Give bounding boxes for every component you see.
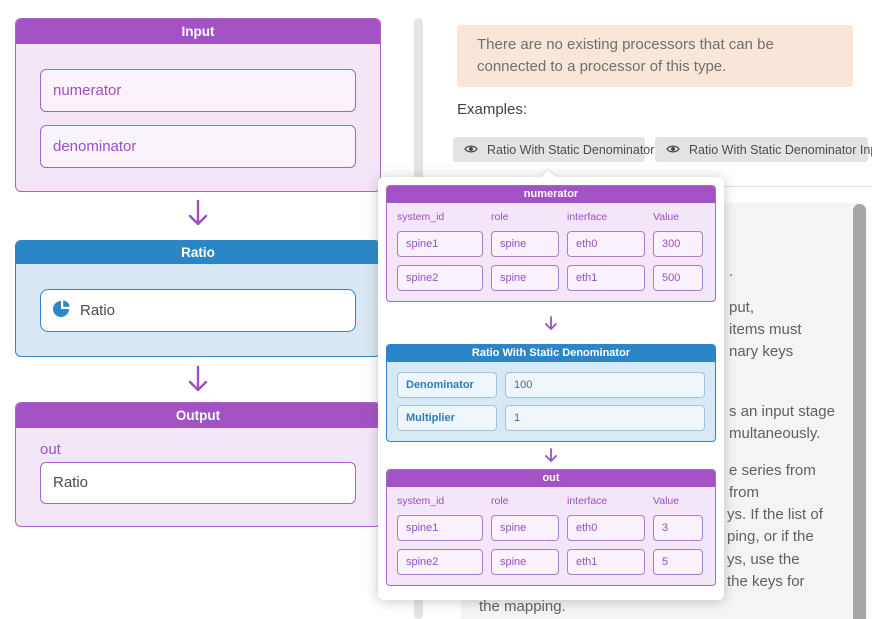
processor-item-label: Ratio — [80, 302, 116, 319]
arrow-down-icon — [186, 365, 210, 395]
table-cell: spine2 — [397, 265, 483, 291]
arrow-down-icon — [186, 199, 210, 229]
table-cell: spine1 — [397, 231, 483, 257]
description-text-fragment: nary keys — [729, 343, 794, 360]
column-header: role — [491, 495, 509, 507]
processor-params-box: Ratio With Static Denominator Denominato… — [386, 344, 716, 442]
output-field-ratio[interactable]: Ratio — [40, 462, 356, 504]
description-text-fragment: s an input stage — [729, 403, 835, 420]
table-cell: 300 — [653, 231, 703, 257]
description-text-fragment: ys, use the — [727, 551, 800, 568]
description-text-fragment: ys. If the list of — [727, 506, 823, 523]
description-text-fragment: . — [729, 263, 734, 280]
table-cell: spine — [491, 549, 559, 575]
param-name: Denominator — [397, 372, 497, 398]
numerator-table: numerator system_id role interface Value… — [386, 185, 716, 302]
scrollbar-thumb[interactable] — [853, 204, 866, 619]
processor-node-title: Ratio — [16, 241, 380, 264]
numerator-table-title: numerator — [387, 186, 715, 203]
table-cell: 3 — [653, 515, 703, 541]
input-field-denominator[interactable]: denominator — [40, 125, 356, 168]
pie-chart-icon — [53, 300, 71, 322]
processor-item-ratio[interactable]: Ratio — [40, 289, 356, 332]
table-cell: eth0 — [567, 515, 645, 541]
table-cell: spine — [491, 515, 559, 541]
out-table-title: out — [387, 470, 715, 487]
popup-caret — [540, 169, 557, 186]
flowchart-input-node: Input numerator denominator — [15, 18, 381, 192]
column-header: system_id — [397, 211, 445, 223]
eye-icon — [464, 143, 478, 157]
example-button-label: Ratio With Static Denominator Input — [689, 142, 872, 157]
description-text-fragment: put, — [729, 299, 755, 316]
output-node-title: Output — [16, 403, 380, 428]
input-field-numerator[interactable]: numerator — [40, 69, 356, 112]
table-cell: spine1 — [397, 515, 483, 541]
no-processors-notice: There are no existing processors that ca… — [457, 25, 853, 87]
description-text-fragment: multaneously. — [729, 425, 821, 442]
table-cell: spine2 — [397, 549, 483, 575]
example-button-label: Ratio With Static Denominator — [487, 142, 655, 157]
column-header: Value — [653, 211, 680, 223]
table-cell: 500 — [653, 265, 703, 291]
table-cell: eth1 — [567, 265, 645, 291]
arrow-down-icon — [386, 304, 716, 344]
flowchart-output-node: Output out Ratio — [15, 402, 381, 527]
table-cell: 5 — [653, 549, 703, 575]
table-cell: spine — [491, 231, 559, 257]
flowchart-processor-node: Ratio Ratio — [15, 240, 381, 357]
arrow-down-icon — [386, 442, 716, 469]
description-text-fragment: the keys for — [727, 573, 805, 590]
description-text-fragment: items must — [729, 321, 802, 338]
table-cell: eth1 — [567, 549, 645, 575]
description-text-fragment: the mapping. — [479, 598, 566, 615]
eye-icon — [666, 143, 680, 157]
example-button-ratio-with-static-denominator[interactable]: Ratio With Static Denominator — [453, 137, 654, 162]
processor-params-title: Ratio With Static Denominator — [387, 345, 715, 362]
column-header: interface — [567, 495, 608, 507]
description-text-fragment: from — [729, 484, 759, 501]
description-text-fragment: ping, or if the — [727, 528, 814, 545]
column-header: role — [491, 211, 509, 223]
param-value: 100 — [505, 372, 705, 398]
example-preview-popup: numerator system_id role interface Value… — [378, 169, 724, 600]
param-name: Multiplier — [397, 405, 497, 431]
out-table: out system_id role interface Value spine… — [386, 469, 716, 586]
output-port-label: out — [40, 441, 61, 458]
column-header: Value — [653, 495, 680, 507]
input-node-title: Input — [16, 19, 380, 44]
column-header: interface — [567, 211, 608, 223]
table-cell: spine — [491, 265, 559, 291]
column-header: system_id — [397, 495, 445, 507]
examples-label: Examples: — [457, 101, 528, 118]
param-value: 1 — [505, 405, 705, 431]
description-text-fragment: e series from — [729, 462, 816, 479]
table-cell: eth0 — [567, 231, 645, 257]
example-button-ratio-with-static-denominator-input[interactable]: Ratio With Static Denominator Input — [655, 137, 872, 162]
